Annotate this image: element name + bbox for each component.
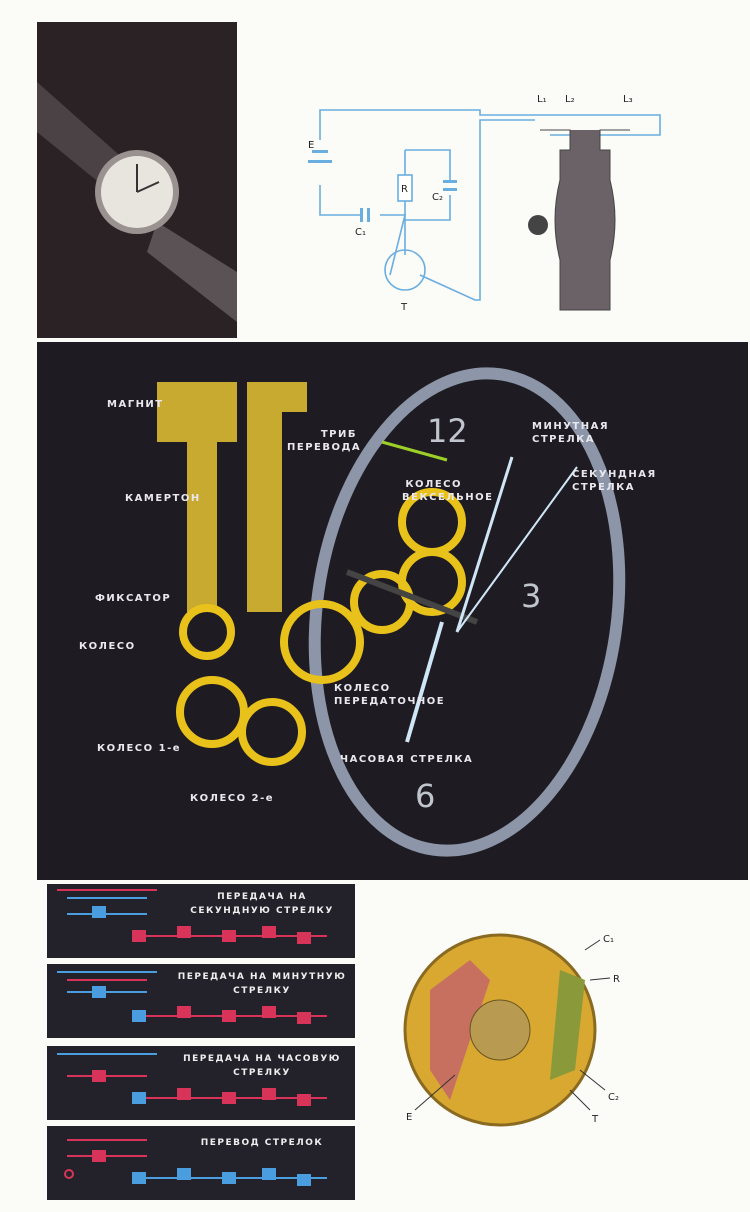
capacitor1-label: C₁ (355, 227, 366, 238)
coil3-label: L₃ (623, 94, 633, 105)
magnet-label: МАГНИТ (107, 399, 164, 410)
resistor-label: R (401, 184, 408, 195)
wristwatch-icon (37, 82, 237, 322)
tuning-fork-label: КАМЕРТОН (125, 493, 201, 504)
scheme-title: ПЕРЕДАЧА НА СЕКУНДНУЮ СТРЕЛКУ (190, 892, 334, 916)
coil2-label: L₂ (565, 94, 575, 105)
battery-label: E (308, 140, 314, 151)
hour-hand-label: ЧАСОВАЯ СТРЕЛКА (340, 754, 474, 765)
movement-capacitor2-label: C₂ (608, 1092, 619, 1103)
movement-battery-label: E (406, 1112, 412, 1123)
scheme-hour-hand: ПЕРЕДАЧА НА ЧАСОВУЮ СТРЕЛКУ (47, 1046, 355, 1120)
dial-number-6: 6 (415, 777, 435, 815)
scheme-title: ПЕРЕДАЧА НА МИНУТНУЮ СТРЕЛКУ (177, 972, 347, 996)
mechanism-illustration: 12 3 6 МАГНИТ ТРИБ ПЕРЕВОДА МИНУТНАЯ СТР… (37, 342, 748, 880)
wheel-label: КОЛЕСО (79, 641, 136, 652)
movement-capacitor1-label: C₁ (603, 934, 614, 945)
scheme-hand-setting: ПЕРЕВОД СТРЕЛОК (47, 1126, 355, 1200)
watch-movement-photo: C₁ R E C₂ T (403, 933, 620, 1127)
setting-pinion-label: ТРИБ ПЕРЕВОДА (287, 429, 362, 453)
circuit-diagram: E R C₁ C₂ T L₁ L₂ L₃ (308, 94, 661, 313)
scheme-title: ПЕРЕВОД СТРЕЛОК (200, 1138, 324, 1148)
gear-train-scheme (64, 1139, 327, 1186)
wristwatch-photo (37, 22, 237, 338)
wheel-1-label: КОЛЕСО 1-е (97, 743, 182, 754)
crown-icon (64, 1169, 74, 1179)
coil1-label: L₁ (537, 94, 547, 105)
latch-label: ФИКСАТОР (95, 593, 172, 604)
transfer-wheel-label: КОЛЕСО ПЕРЕДАТОЧНОЕ (334, 683, 446, 707)
mechanism-drawing: 12 3 6 (157, 367, 626, 857)
dial-number-3: 3 (521, 577, 541, 615)
change-wheel-label: КОЛЕСО ВЕКСЕЛЬНОЕ (402, 479, 494, 503)
minute-hand-label: МИНУТНАЯ СТРЕЛКА (532, 421, 610, 445)
capacitor2-label: C₂ (432, 192, 443, 203)
scheme-title: ПЕРЕДАЧА НА ЧАСОВУЮ СТРЕЛКУ (183, 1054, 341, 1078)
movement-resistor-label: R (613, 974, 620, 985)
gear-train-scheme (57, 971, 327, 1024)
scheme-minute-hand: ПЕРЕДАЧА НА МИНУТНУЮ СТРЕЛКУ (47, 964, 355, 1038)
scheme-second-hand: ПЕРЕДАЧА НА СЕКУНДНУЮ СТРЕЛКУ (47, 884, 355, 958)
gear-train-scheme (57, 889, 327, 944)
wheel-2-label: КОЛЕСО 2-е (190, 793, 275, 804)
dial-number-12: 12 (427, 412, 468, 450)
gear-train-scheme (57, 1053, 327, 1106)
transistor-label: T (400, 302, 408, 313)
movement-transistor-label: T (591, 1114, 599, 1125)
second-hand-label: СЕКУНДНАЯ СТРЕЛКА (572, 469, 657, 493)
